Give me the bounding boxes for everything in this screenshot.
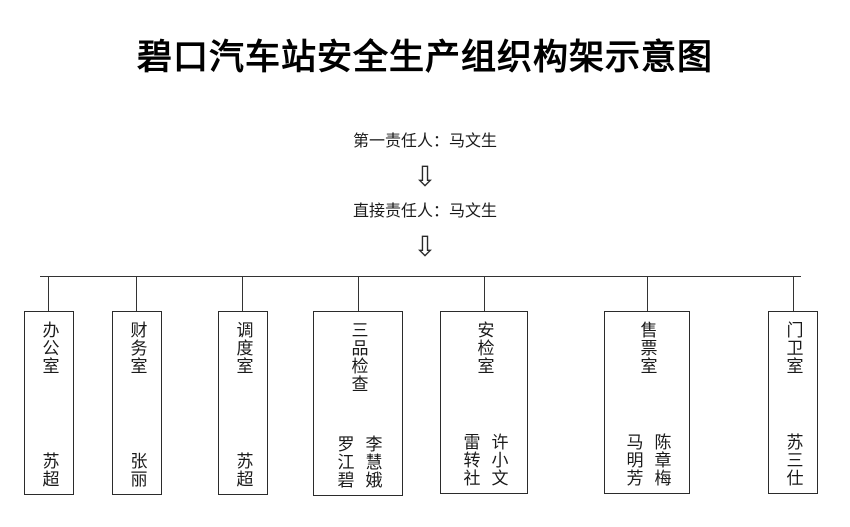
department-staff-list: 张丽 bbox=[128, 452, 147, 488]
staff-name: 李慧娥 bbox=[362, 435, 382, 489]
department-box[interactable]: 售票室陈章梅马明芳 bbox=[604, 311, 690, 494]
staff-name: 苏超 bbox=[233, 452, 253, 488]
connector-drop-line bbox=[48, 276, 49, 312]
staff-name: 马明芳 bbox=[623, 433, 643, 487]
staff-name: 雷转社 bbox=[460, 433, 480, 487]
department-staff-list: 李慧娥罗江碧 bbox=[335, 435, 382, 489]
first-responsible-person: 第一责任人：马文生 bbox=[352, 133, 497, 150]
connector-drop-line bbox=[358, 276, 359, 312]
staff-name: 苏超 bbox=[39, 452, 59, 488]
staff-name: 罗江碧 bbox=[334, 435, 354, 489]
department-box[interactable]: 调度室苏超 bbox=[218, 311, 268, 495]
department-box[interactable]: 财务室张丽 bbox=[112, 311, 162, 495]
department-staff-list: 苏超 bbox=[40, 452, 59, 488]
down-arrow-icon: ⇩ bbox=[413, 160, 437, 193]
connector-drop-line bbox=[136, 276, 137, 312]
staff-name: 苏三仕 bbox=[783, 433, 803, 487]
department-name: 门卫室 bbox=[783, 321, 803, 375]
department-staff-list: 苏超 bbox=[234, 452, 253, 488]
department-box[interactable]: 门卫室苏三仕 bbox=[768, 311, 818, 494]
down-arrow-icon: ⇩ bbox=[413, 230, 437, 263]
department-name: 三品检查 bbox=[348, 321, 368, 393]
connector-horizontal-bus bbox=[40, 276, 801, 277]
department-name: 财务室 bbox=[127, 321, 147, 375]
department-staff-list: 陈章梅马明芳 bbox=[624, 433, 671, 487]
staff-name: 许小文 bbox=[488, 433, 508, 487]
department-name: 售票室 bbox=[637, 321, 657, 375]
department-box[interactable]: 三品检查李慧娥罗江碧 bbox=[313, 311, 403, 496]
department-name: 办公室 bbox=[39, 321, 59, 375]
department-box[interactable]: 办公室苏超 bbox=[24, 311, 74, 495]
staff-name: 陈章梅 bbox=[651, 433, 671, 487]
page-title: 碧口汽车站安全生产组织构架示意图 bbox=[136, 38, 713, 77]
department-staff-list: 许小文雷转社 bbox=[461, 433, 508, 487]
department-box[interactable]: 安检室许小文雷转社 bbox=[440, 311, 528, 494]
department-name: 安检室 bbox=[474, 321, 494, 375]
direct-responsible-person: 直接责任人：马文生 bbox=[352, 203, 497, 220]
connector-drop-line bbox=[793, 276, 794, 312]
connector-drop-line bbox=[647, 276, 648, 312]
department-name: 调度室 bbox=[233, 321, 253, 375]
connector-drop-line bbox=[484, 276, 485, 312]
connector-drop-line bbox=[242, 276, 243, 312]
staff-name: 张丽 bbox=[127, 452, 147, 488]
department-staff-list: 苏三仕 bbox=[784, 433, 803, 487]
